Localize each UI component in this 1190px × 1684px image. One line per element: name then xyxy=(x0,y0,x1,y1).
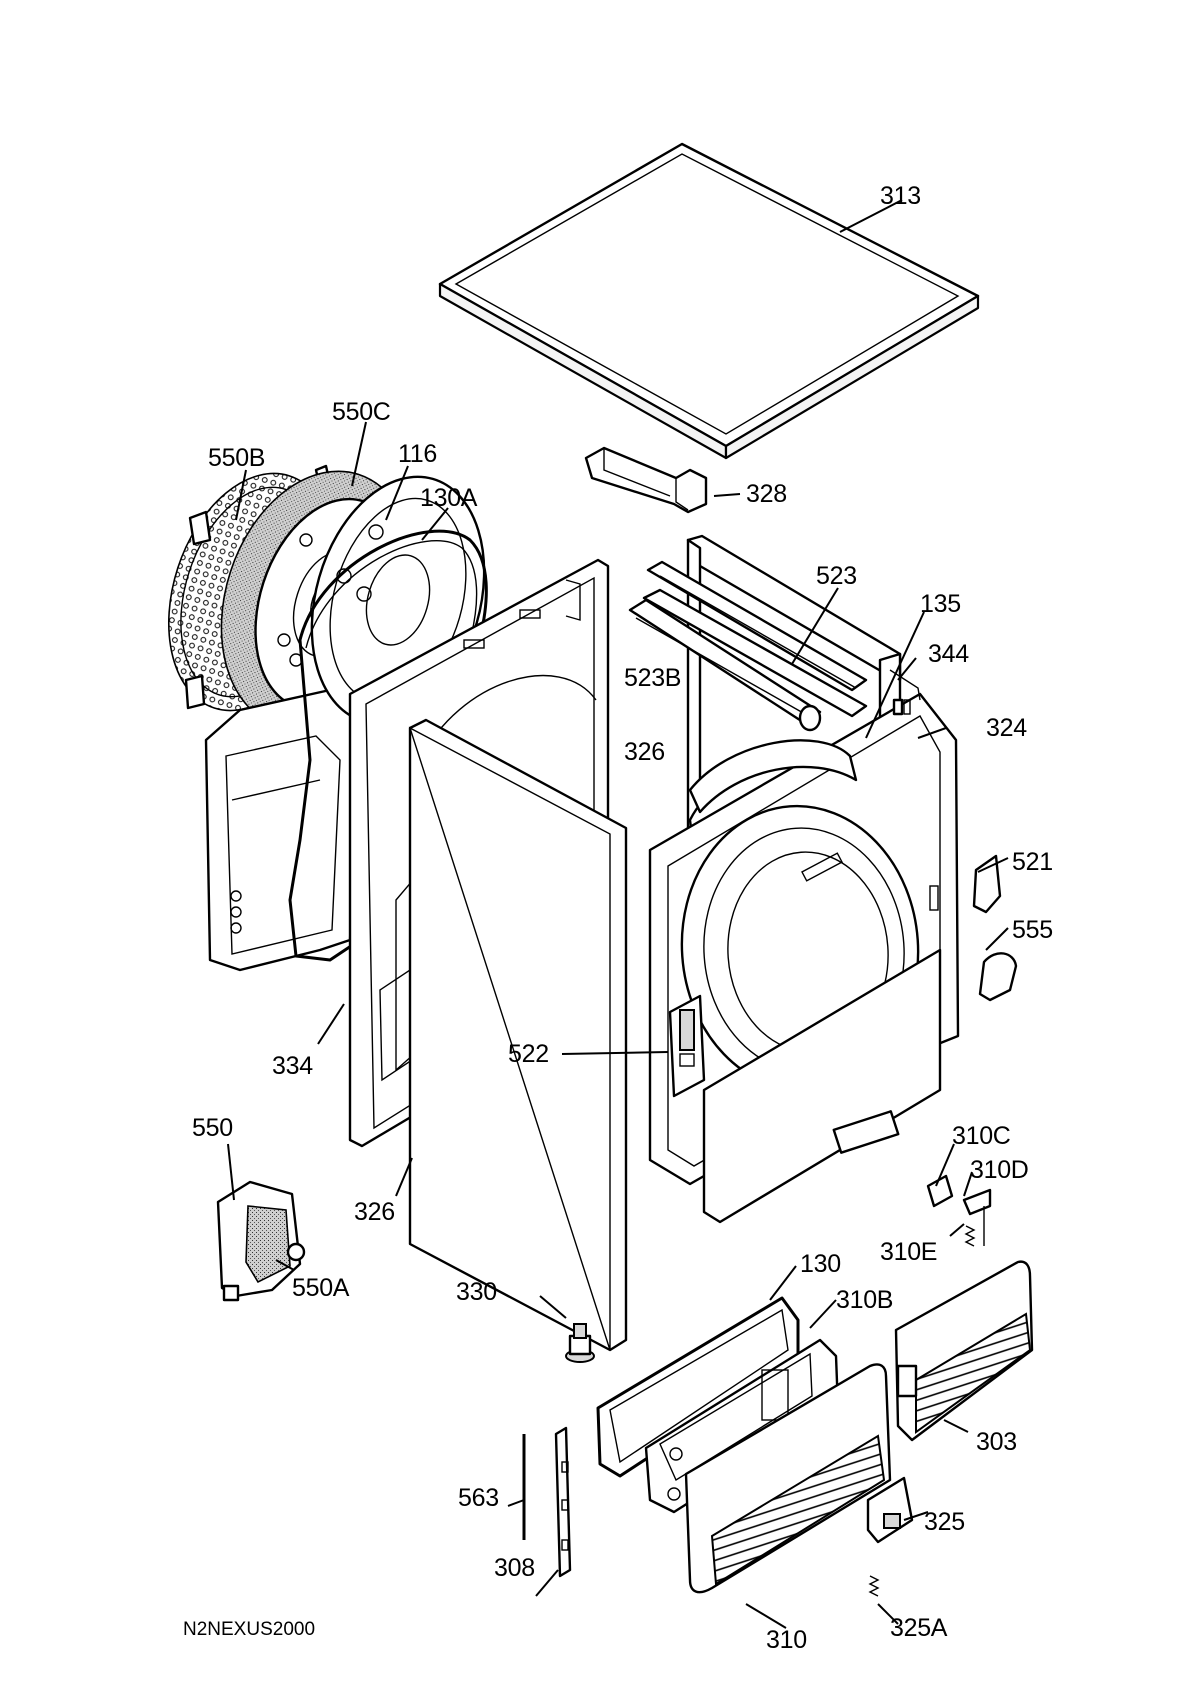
side-panel-303 xyxy=(894,1260,1034,1442)
leader-lines xyxy=(227,199,1009,1629)
label-135: 135 xyxy=(920,590,961,618)
tube-523B xyxy=(628,598,822,732)
label-130: 130 xyxy=(800,1250,841,1278)
label-116: 116 xyxy=(398,440,437,468)
label-325A: 325A xyxy=(890,1614,948,1642)
rail-523 xyxy=(642,560,868,718)
spring-325A xyxy=(868,1575,880,1597)
label-563: 563 xyxy=(458,1484,499,1512)
label-334: 334 xyxy=(272,1052,313,1080)
label-344: 344 xyxy=(928,640,969,668)
label-522: 522 xyxy=(508,1040,549,1068)
label-521: 521 xyxy=(1012,848,1053,876)
label-308: 308 xyxy=(494,1554,535,1582)
label-303: 303 xyxy=(976,1428,1017,1456)
foot-330 xyxy=(565,1323,595,1363)
side-panel-326 xyxy=(408,718,628,1352)
label-313: 313 xyxy=(880,182,921,210)
switch-522 xyxy=(668,994,706,1098)
label-310: 310 xyxy=(766,1626,807,1654)
spring-310E xyxy=(964,1225,976,1247)
label-550B: 550B xyxy=(208,444,266,472)
label-324: 324 xyxy=(986,714,1027,742)
top-cover-313 xyxy=(438,142,980,460)
label-310D: 310D xyxy=(970,1156,1029,1184)
drum-rim-135 xyxy=(688,739,858,814)
drawing-code: N2NEXUS2000 xyxy=(183,1619,316,1640)
part-310D xyxy=(962,1188,992,1246)
label-328: 328 xyxy=(746,480,787,508)
hinge-325 xyxy=(866,1476,914,1544)
latch-strip-308 xyxy=(554,1426,572,1578)
label-326-bottom: 326 xyxy=(354,1198,395,1226)
label-310E: 310E xyxy=(880,1238,938,1266)
label-130A: 130A xyxy=(420,484,478,512)
part-555 xyxy=(978,952,1018,1002)
label-310B: 310B xyxy=(836,1286,894,1314)
label-550: 550 xyxy=(192,1114,233,1142)
clip-344 xyxy=(892,698,904,716)
filter-housing-550 xyxy=(216,1180,306,1302)
bracket-328 xyxy=(584,446,708,514)
label-326-top: 326 xyxy=(624,738,665,766)
label-550A: 550A xyxy=(292,1274,350,1302)
label-310C: 310C xyxy=(952,1122,1011,1150)
label-523B: 523B xyxy=(624,664,682,692)
label-330: 330 xyxy=(456,1278,497,1306)
label-325: 325 xyxy=(924,1508,965,1536)
part-310C xyxy=(926,1174,954,1208)
label-523: 523 xyxy=(816,562,857,590)
label-550C: 550C xyxy=(332,398,391,426)
door-front-310 xyxy=(684,1363,892,1594)
label-555: 555 xyxy=(1012,916,1053,944)
front-panel-324 xyxy=(648,669,960,1224)
rear-duct-panel xyxy=(204,688,362,972)
